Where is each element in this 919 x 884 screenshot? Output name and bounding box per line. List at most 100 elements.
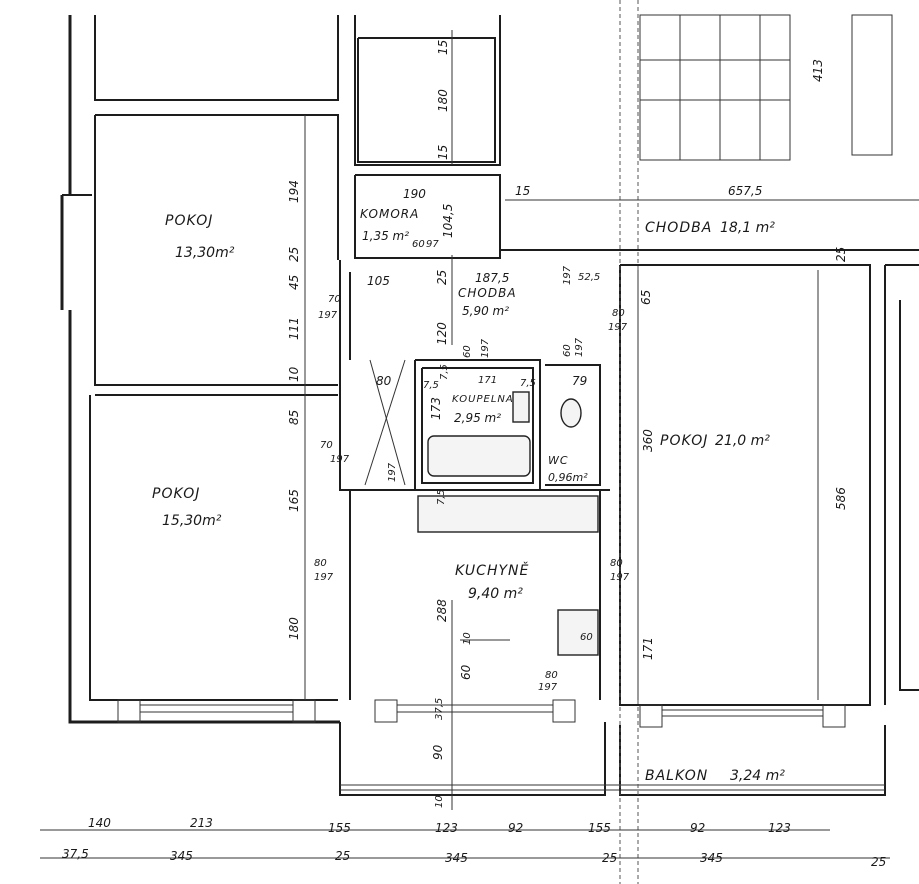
- dim-label: 7,5: [439, 364, 450, 380]
- room-area-chodba-small: 5,90 m²: [462, 304, 509, 318]
- room-area-pokoj-lower: 15,30m²: [162, 513, 222, 529]
- dim-label: 111: [287, 317, 301, 340]
- bathtub: [427, 435, 531, 477]
- dimension-texts: 15 180 15 413 190 104,5 15 657,5 194 25 …: [62, 40, 886, 869]
- kitchen-counter: [417, 495, 599, 533]
- room-labels: POKOJ 13,30m² POKOJ 15,30m² POKOJ 21,0 m…: [152, 207, 785, 784]
- room-name-chodba-small: CHODBA: [458, 286, 517, 300]
- dim-label: 90: [431, 744, 445, 760]
- dim-label: 25: [871, 855, 886, 869]
- dim-label: 60: [562, 344, 573, 357]
- dim-label: 155: [588, 821, 611, 835]
- dim-label: 180: [287, 617, 301, 640]
- room-name-pokoj-right: POKOJ: [660, 433, 708, 449]
- dim-label: 171: [478, 375, 497, 386]
- dim-label: 92: [690, 821, 705, 835]
- dim-label: 197: [562, 265, 573, 285]
- dim-label: 123: [435, 821, 458, 835]
- dim-label: 345: [700, 851, 723, 865]
- room-area-komora: 1,35 m²: [362, 229, 409, 243]
- dim-label: 37,5: [62, 847, 89, 861]
- dim-label: 15: [436, 145, 450, 160]
- dimension-lines: [40, 30, 919, 859]
- room-name-wc: WC: [548, 454, 569, 467]
- dim-label: 25: [602, 851, 617, 865]
- dim-label: 413: [811, 59, 825, 82]
- dim-label: 79: [572, 374, 587, 388]
- dim-label: 213: [190, 816, 213, 830]
- dim-label: 25: [287, 247, 301, 262]
- dim-label: 165: [287, 489, 301, 512]
- dim-label: 173: [429, 397, 443, 420]
- dim-label: 197: [608, 322, 628, 333]
- dim-label: 190: [403, 187, 426, 201]
- dim-label: 120: [435, 322, 449, 345]
- dim-label: 187,5: [475, 271, 509, 285]
- dim-label: 104,5: [441, 204, 455, 238]
- dim-label: 60: [462, 345, 473, 358]
- room-area-chodba-large: 18,1 m²: [720, 220, 775, 236]
- dim-label: 7,5: [436, 489, 447, 505]
- dim-label: 15: [515, 184, 530, 198]
- dim-label: 194: [287, 180, 301, 203]
- dim-label: 97: [426, 239, 439, 250]
- dim-label: 345: [445, 851, 468, 865]
- staircase: [619, 0, 893, 884]
- dim-label: 7,5: [520, 378, 536, 389]
- dim-label: 288: [435, 599, 449, 622]
- room-area-pokoj-right: 21,0 m²: [715, 433, 770, 449]
- stove: [557, 609, 599, 656]
- room-name-chodba-large: CHODBA: [645, 220, 712, 236]
- room-area-balkon: 3,24 m²: [730, 768, 785, 784]
- dim-label: 7,5: [423, 380, 439, 391]
- dim-label: 105: [367, 274, 390, 288]
- room-area-kuchyne: 9,40 m²: [468, 586, 523, 602]
- dim-label: 197: [330, 454, 350, 465]
- dim-label: 123: [768, 821, 791, 835]
- room-name-koupelna: KOUPELNA: [452, 394, 514, 405]
- dim-label: 197: [318, 310, 338, 321]
- dim-label: 25: [435, 270, 449, 285]
- dim-label: 80: [610, 558, 623, 569]
- dim-label: 60: [580, 632, 593, 643]
- dim-label: 10: [287, 366, 301, 382]
- dim-label: 65: [639, 290, 653, 305]
- dim-label: 80: [612, 308, 625, 319]
- toilet: [560, 398, 582, 428]
- dim-label: 45: [287, 275, 301, 290]
- dim-label: 10: [434, 795, 445, 808]
- dim-label: 197: [480, 338, 491, 358]
- dim-label: 70: [328, 294, 341, 305]
- room-area-wc: 0,96m²: [548, 471, 588, 484]
- dim-label: 60: [412, 239, 425, 250]
- dim-label: 197: [538, 682, 558, 693]
- dim-label: 10: [462, 632, 473, 645]
- room-name-komora: KOMORA: [360, 207, 419, 221]
- dim-label: 171: [641, 637, 655, 660]
- dim-label: 70: [320, 440, 333, 451]
- dim-label: 80: [545, 670, 558, 681]
- dim-label: 85: [287, 410, 301, 425]
- dim-label: 37,5: [434, 698, 445, 720]
- room-area-koupelna: 2,95 m²: [454, 411, 501, 425]
- dim-label: 52,5: [578, 272, 600, 283]
- dim-label: 25: [834, 247, 848, 262]
- fixtures: [364, 359, 599, 656]
- dim-label: 60: [459, 664, 473, 680]
- room-area-pokoj-upper: 13,30m²: [175, 245, 235, 261]
- dim-label: 197: [314, 572, 334, 583]
- room-name-pokoj-upper: POKOJ: [165, 213, 213, 229]
- walls: [60, 15, 919, 796]
- dim-label: 92: [508, 821, 523, 835]
- dim-label: 197: [574, 337, 585, 357]
- dim-label: 180: [436, 89, 450, 112]
- dim-label: 80: [314, 558, 327, 569]
- dim-label: 197: [387, 462, 398, 482]
- dim-label: 80: [376, 374, 392, 388]
- dim-label: 586: [834, 487, 848, 510]
- dim-label: 657,5: [728, 184, 762, 198]
- dim-label: 25: [335, 849, 350, 863]
- room-name-pokoj-lower: POKOJ: [152, 486, 200, 502]
- dim-label: 155: [328, 821, 351, 835]
- dim-label: 15: [436, 40, 450, 55]
